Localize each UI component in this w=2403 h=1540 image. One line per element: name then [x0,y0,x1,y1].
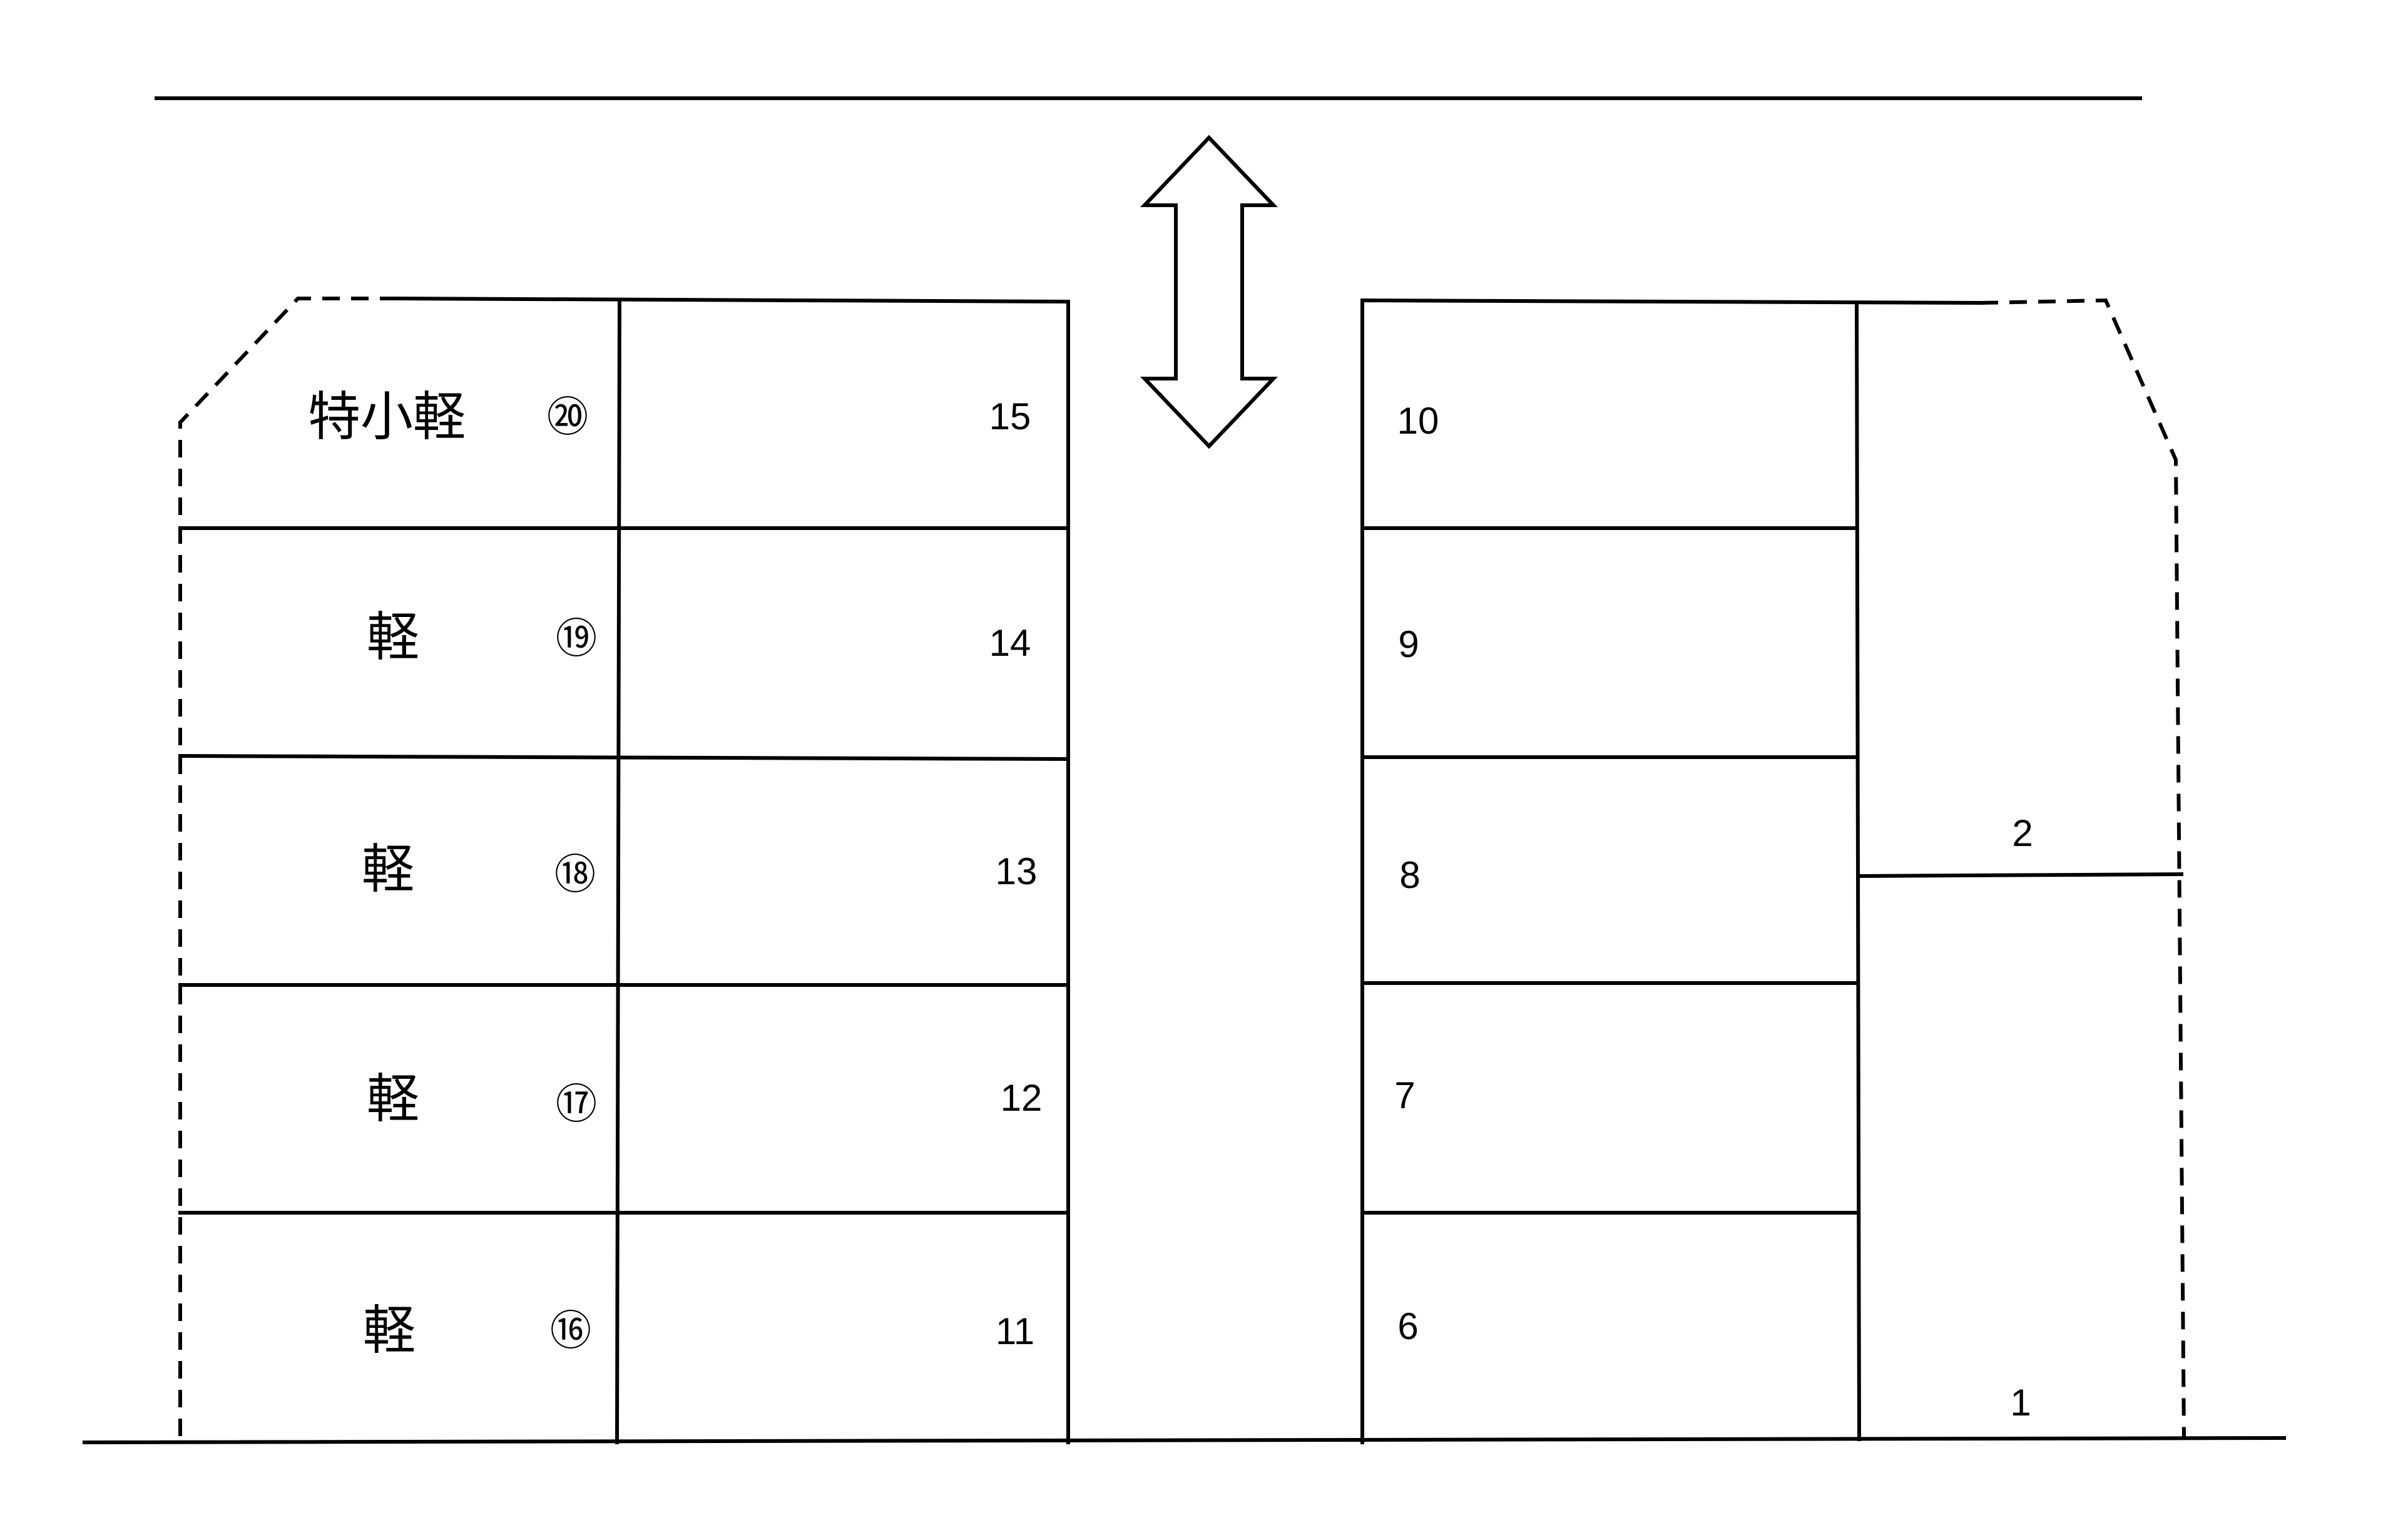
space-number-19: ⑲ [556,614,597,663]
right-block-dashed-outline [1980,298,2186,1439]
space-number-12: 12 [1001,1077,1043,1119]
space-type-16: 軽 [363,1300,416,1361]
space-number-11: 11 [996,1310,1034,1352]
right-parking-block [1360,298,2186,1444]
space-number-18: ⑱ [554,850,596,899]
left-block-dashed-outline [178,297,397,1442]
space-type-20: 特小軽 [308,386,466,447]
left-parking-block [178,296,1071,1445]
space-number-1: 1 [2010,1382,2031,1424]
space-number-10: 10 [1397,400,1439,442]
right-outer-divider [1857,872,2184,879]
right-block-divider [1854,300,1862,1442]
left-row-line [178,753,1071,762]
right-block-solid-outline [1360,298,1983,1444]
bottom-road-line [82,1435,2287,1445]
space-number-9: 9 [1398,623,1419,665]
space-type-19: 軽 [367,606,419,668]
left-block-divider [615,298,622,1445]
space-number-17: ⑰ [556,1080,597,1128]
space-number-16: ⑯ [550,1307,591,1355]
space-number-13: 13 [996,850,1038,892]
space-number-8: 8 [1399,854,1420,896]
space-number-15: 15 [989,395,1031,437]
space-number-20: ⑳ [547,393,588,441]
double-arrow-vertical-icon [1140,135,1278,449]
space-type-18: 軽 [362,839,414,900]
space-number-14: 14 [989,622,1031,664]
space-number-2: 2 [2012,812,2033,854]
space-number-7: 7 [1394,1074,1415,1116]
space-type-17: 軽 [367,1068,419,1130]
space-number-6: 6 [1397,1305,1418,1347]
left-block-solid-top [395,296,1070,1444]
